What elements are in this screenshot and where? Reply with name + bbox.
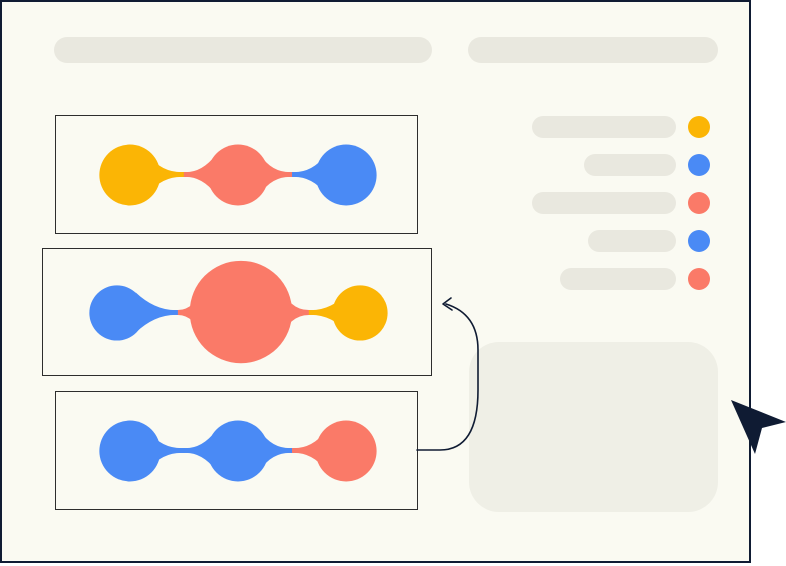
window-frame <box>0 0 751 563</box>
drop-target-panel[interactable] <box>469 342 718 512</box>
blob-sequence <box>99 144 377 206</box>
legend-label-placeholder <box>560 268 676 290</box>
legend-dot-yellow[interactable] <box>688 116 710 138</box>
blue-blob <box>315 144 377 206</box>
blob-sequence <box>89 260 388 364</box>
large-red-blob <box>189 260 293 364</box>
yellow-blob <box>332 285 388 341</box>
blue-blob <box>99 420 161 482</box>
header-title-placeholder <box>54 37 432 63</box>
blue-blob <box>89 285 145 341</box>
legend-label-placeholder <box>532 192 676 214</box>
legend-dot-blue[interactable] <box>688 154 710 176</box>
legend-dot-red[interactable] <box>688 268 710 290</box>
red-blob <box>315 420 377 482</box>
sequence-card-top[interactable] <box>55 115 418 234</box>
blob-sequence <box>99 420 377 482</box>
legend-label-placeholder <box>532 116 676 138</box>
blue-blob <box>207 420 269 482</box>
sequence-card-bottom[interactable] <box>55 391 418 510</box>
red-blob <box>207 144 269 206</box>
yellow-blob <box>99 144 161 206</box>
header-search-placeholder[interactable] <box>468 37 718 63</box>
legend-label-placeholder <box>584 154 676 176</box>
sequence-card-middle[interactable] <box>42 248 432 376</box>
legend-dot-blue[interactable] <box>688 230 710 252</box>
legend-label-placeholder <box>588 230 676 252</box>
legend-dot-red[interactable] <box>688 192 710 214</box>
